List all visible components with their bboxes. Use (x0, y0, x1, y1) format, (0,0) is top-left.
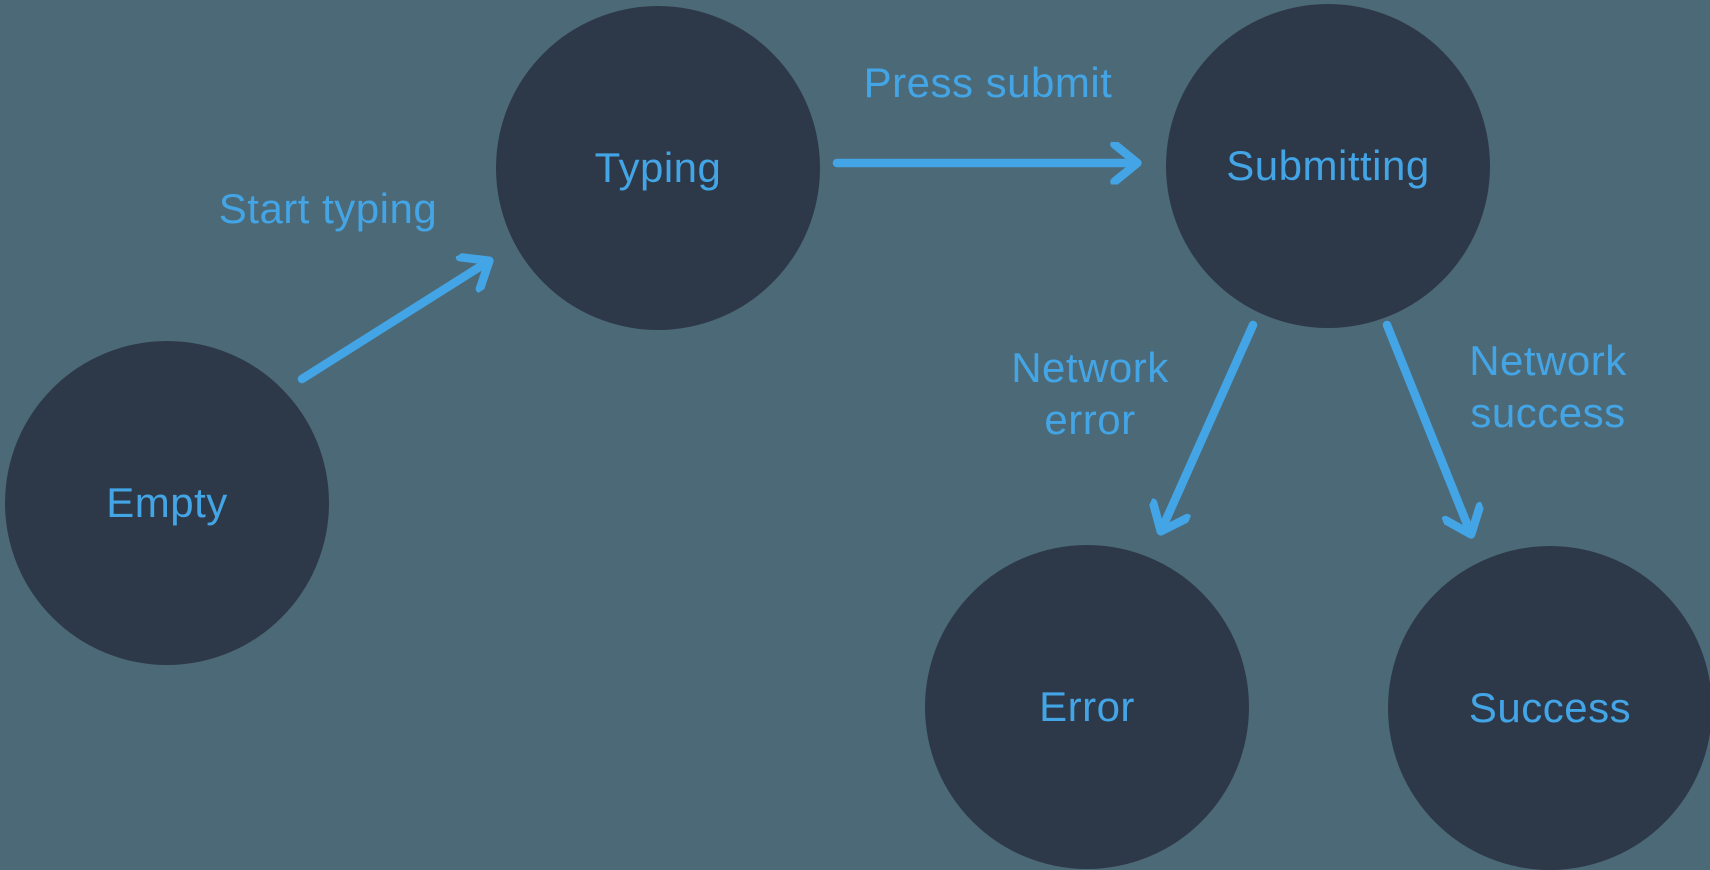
edge-label-network-error: Network error (1011, 344, 1169, 443)
arrow-empty-to-typing (297, 261, 489, 384)
state-node-label: Submitting (1226, 142, 1430, 189)
edge-label-network-success: Network success (1469, 337, 1627, 436)
state-node-typing: Typing (496, 6, 820, 330)
state-node-submitting: Submitting (1166, 4, 1490, 328)
state-node-label: Empty (106, 479, 228, 526)
arrow-submitting-to-error (1161, 320, 1258, 531)
state-node-error: Error (925, 545, 1249, 869)
state-node-success: Success (1388, 546, 1710, 870)
edge-label-start-typing: Start typing (218, 185, 438, 232)
state-node-label: Typing (594, 144, 722, 191)
state-node-label: Error (1039, 683, 1135, 730)
arrow-submitting-to-success (1382, 320, 1471, 534)
edge-label-press-submit: Press submit (863, 59, 1113, 106)
state-node-empty: Empty (5, 341, 329, 665)
state-node-label: Success (1468, 684, 1632, 731)
